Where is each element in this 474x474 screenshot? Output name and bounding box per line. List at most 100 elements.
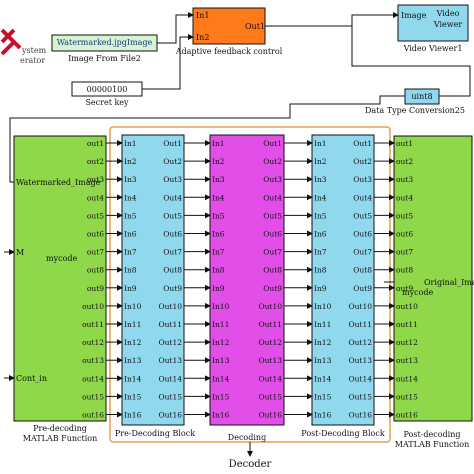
xilinx-logo <box>0 28 22 56</box>
pre-decoding-block[interactable] <box>121 134 185 426</box>
decoding-out-port: Out11 <box>258 320 282 329</box>
post-block-out-port: Out11 <box>348 320 372 329</box>
decoding-out-port: Out15 <box>258 392 282 401</box>
post-fn-in-port: out4 <box>396 193 413 202</box>
pre-fn-input-wires <box>4 249 394 381</box>
post-block-out-port: Out9 <box>353 284 372 293</box>
post-block-out-port: Out14 <box>348 374 372 383</box>
post-block-in-port: In8 <box>314 266 327 275</box>
pre-block-in-port: In11 <box>124 320 141 329</box>
pre-block-out-port: Out8 <box>163 266 182 275</box>
adaptive-in1: In1 <box>196 11 210 20</box>
pre-fn-input-2: M <box>16 248 25 257</box>
pre-block-in-port: In12 <box>124 338 142 347</box>
post-block-out-port: Out15 <box>348 392 372 401</box>
decoding-in-port: In1 <box>212 139 225 148</box>
post-fn-in-port: out3 <box>396 175 413 184</box>
pre-fn-out-port: out16 <box>82 411 104 420</box>
post-fn-in-port: out7 <box>396 248 413 257</box>
post-block-in-port: In4 <box>314 193 327 202</box>
post-fn-in-port: out8 <box>396 266 413 275</box>
post-fn-caption-2: MATLAB Function <box>394 440 470 449</box>
post-block-in-port: In1 <box>314 139 327 148</box>
logo-text-2: erator <box>20 56 46 65</box>
pre-block-out-port: Out16 <box>158 411 182 420</box>
decoding-in-port: In14 <box>212 374 230 383</box>
secret-key-value: 00000100 <box>86 85 128 94</box>
pre-fn-input-1: Watermarked_Image <box>16 178 101 187</box>
post-block-out-port: Out3 <box>353 175 372 184</box>
pre-decoding-function-block[interactable] <box>13 135 107 422</box>
post-block-in-port: In5 <box>314 211 327 220</box>
video-viewer-port: Image <box>401 11 427 20</box>
decoding-out-port: Out2 <box>263 157 282 166</box>
pre-block-out-port: Out3 <box>163 175 182 184</box>
post-block-caption: Post-Decoding Block <box>301 429 385 438</box>
pre-fn-out-port: out9 <box>87 284 104 293</box>
pre-fn-center: mycode <box>46 254 78 263</box>
pre-block-out-port: Out11 <box>158 320 182 329</box>
pre-fn-caption-2: MATLAB Function <box>22 434 98 443</box>
decoding-in-port: In2 <box>212 157 225 166</box>
pre-fn-out-port: out13 <box>82 356 104 365</box>
post-fn-output: Original_Image <box>424 278 474 287</box>
pre-block-out-port: Out1 <box>163 139 182 148</box>
decoding-block[interactable] <box>209 134 285 426</box>
pre-fn-out-port: out11 <box>82 320 104 329</box>
pre-fn-out-port: out15 <box>82 392 104 401</box>
decoding-in-port: In8 <box>212 266 225 275</box>
decoding-in-port: In5 <box>212 211 225 220</box>
post-fn-center: mycode <box>402 288 434 297</box>
post-decoding-function-block[interactable] <box>393 135 473 422</box>
pre-fn-out-port: out7 <box>87 248 104 257</box>
pre-block-out-port: Out2 <box>163 157 182 166</box>
post-decoding-block[interactable] <box>311 134 375 426</box>
convert-caption: Data Type Conversion25 <box>365 106 465 115</box>
post-block-out-port: Out1 <box>353 139 372 148</box>
post-block-out-port: Out2 <box>353 157 372 166</box>
pre-block-in-port: In9 <box>124 284 137 293</box>
pre-block-in-port: In15 <box>124 392 142 401</box>
post-block-in-port: In15 <box>314 392 332 401</box>
pre-block-out-port: Out7 <box>163 248 182 257</box>
pre-fn-out-port: out12 <box>82 338 104 347</box>
post-block-in-port: In3 <box>314 175 327 184</box>
decoder-caption: Decoder <box>228 459 272 470</box>
decoding-out-port: Out12 <box>258 338 282 347</box>
decoding-out-port: Out7 <box>263 248 282 257</box>
pre-fn-out-port: out5 <box>87 211 104 220</box>
decoding-in-port: In12 <box>212 338 230 347</box>
convert-value: uint8 <box>411 92 433 101</box>
decoding-in-port: In11 <box>212 320 229 329</box>
pre-block-caption: Pre-Decoding Block <box>114 429 196 438</box>
pre-block-in-port: In8 <box>124 266 137 275</box>
decoding-out-port: Out8 <box>263 266 282 275</box>
decoding-out-port: Out16 <box>258 411 282 420</box>
decoding-in-port: In4 <box>212 193 225 202</box>
decoding-in-port: In9 <box>212 284 225 293</box>
video-viewer-block[interactable] <box>397 4 469 42</box>
adaptive-feedback-block[interactable] <box>192 7 266 45</box>
post-block-out-port: Out5 <box>353 211 372 220</box>
decoding-out-port: Out4 <box>263 193 282 202</box>
post-block-in-port: In2 <box>314 157 327 166</box>
pre-block-out-port: Out5 <box>163 211 182 220</box>
image-from-file-caption: Image From File2 <box>68 54 141 63</box>
pre-block-out-port: Out4 <box>163 193 182 202</box>
secret-key-caption: Secret key <box>85 98 129 107</box>
decoding-out-port: Out10 <box>258 302 282 311</box>
decoding-caption: Decoding <box>227 433 267 442</box>
decoding-out-port: Out9 <box>263 284 282 293</box>
pre-block-in-port: In7 <box>124 248 137 257</box>
post-block-out-port: Out6 <box>353 230 372 239</box>
decoding-in-port: In16 <box>212 411 230 420</box>
pre-fn-out-port: out14 <box>82 374 104 383</box>
post-block-in-port: In6 <box>314 230 327 239</box>
post-fn-in-port: out9 <box>396 284 413 293</box>
pre-block-in-port: In1 <box>124 139 137 148</box>
pre-fn-out-port: out4 <box>87 193 104 202</box>
post-block-out-port: Out8 <box>353 266 372 275</box>
adaptive-in2: In2 <box>196 33 210 42</box>
